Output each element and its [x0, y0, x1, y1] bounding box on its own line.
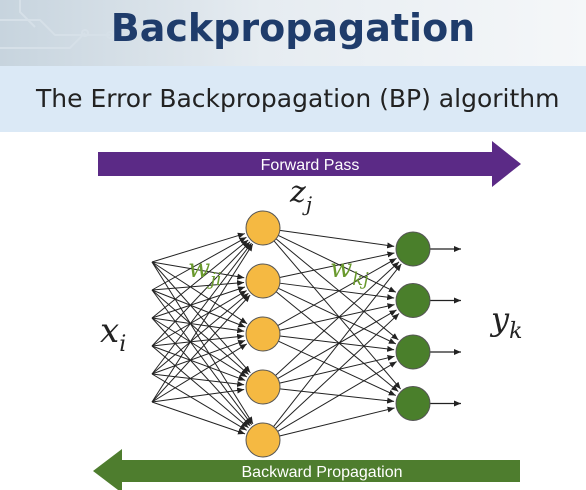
hidden-output-connection: [277, 309, 397, 379]
hidden-output-connection: [279, 303, 395, 331]
hidden-output-connection: [275, 291, 399, 392]
hidden-output-weight-index: kj: [352, 269, 369, 290]
input-hidden-connection: [151, 286, 246, 319]
hidden-output-connection: [273, 240, 402, 390]
input-hidden-connection: [151, 343, 248, 403]
input-hidden-connection: [151, 339, 246, 375]
hidden-layer-symbol: z: [289, 175, 306, 210]
hidden-output-connection: [279, 251, 395, 278]
output-layer-label: yk: [489, 300, 522, 344]
output-neuron: [395, 231, 431, 267]
input-hidden-connection: [151, 373, 245, 387]
input-hidden-connection: [151, 345, 249, 429]
input-hidden-connection: [151, 387, 245, 403]
neuron-nodes: [245, 210, 431, 458]
hidden-output-connection: [278, 287, 397, 345]
output-neuron: [395, 334, 431, 370]
input-hidden-connection: [151, 290, 247, 347]
input-hidden-connection: [151, 241, 251, 347]
input-hidden-connection: [151, 292, 249, 375]
hidden-output-connection: [277, 257, 397, 327]
output-layer-index: k: [509, 319, 522, 344]
header-band: [0, 0, 586, 66]
hidden-output-connection: [279, 406, 395, 437]
output-neuron: [395, 386, 431, 421]
forward-pass-label: Forward Pass: [261, 157, 360, 174]
input-hidden-connection: [151, 280, 245, 291]
hidden-neuron: [245, 210, 281, 246]
hidden-neuron: [245, 422, 281, 458]
hidden-neuron: [245, 316, 281, 352]
input-hidden-connection: [151, 289, 250, 375]
input-hidden-connection: [151, 317, 245, 334]
input-hidden-weight-symbol: w: [188, 254, 210, 284]
connection-lines: [151, 229, 461, 437]
hidden-output-connection: [279, 282, 395, 301]
hidden-output-connection: [275, 313, 400, 429]
output-neuron: [395, 283, 431, 318]
input-hidden-connection: [151, 236, 247, 291]
hidden-output-connection: [278, 340, 396, 396]
hidden-layer-index: j: [302, 192, 312, 216]
input-hidden-connection: [151, 261, 248, 325]
page-subtitle: The Error Backpropagation (BP) algorithm: [36, 84, 560, 113]
input-hidden-connection: [151, 294, 251, 403]
hidden-neuron: [245, 263, 281, 299]
hidden-output-connection: [277, 361, 397, 432]
backward-propagation-arrow: [93, 449, 520, 490]
input-hidden-connection: [151, 232, 245, 263]
hidden-output-weight-symbol: w: [330, 254, 352, 284]
circuit-decoration: [0, 0, 114, 49]
forward-pass-arrow: [98, 141, 521, 187]
hidden-output-connection: [279, 335, 395, 352]
input-hidden-weight-label: wji: [188, 254, 222, 290]
backward-propagation-label: Backward Propagation: [242, 464, 403, 481]
input-hidden-connection: [151, 239, 249, 319]
hidden-output-connection: [279, 388, 395, 404]
page-title: Backpropagation: [110, 6, 476, 50]
hidden-neuron: [245, 369, 281, 405]
input-layer-symbol: x: [100, 311, 119, 351]
output-layer-symbol: y: [489, 300, 510, 338]
input-hidden-connection: [151, 401, 246, 435]
input-hidden-connection: [151, 243, 254, 403]
hidden-output-connection: [273, 263, 402, 427]
input-hidden-connection: [151, 345, 246, 381]
hidden-output-connection: [279, 354, 395, 384]
input-hidden-connection: [151, 333, 245, 347]
input-hidden-connection: [151, 261, 245, 280]
input-layer-index: i: [119, 332, 126, 357]
input-hidden-connection: [151, 242, 252, 375]
hidden-output-connection: [275, 238, 399, 341]
hidden-output-connection: [275, 261, 400, 376]
input-hidden-connection: [151, 317, 248, 378]
hidden-output-connection: [279, 229, 395, 249]
subtitle-band: [0, 66, 586, 132]
hidden-layer-label: zj: [289, 175, 312, 216]
input-hidden-connection: [151, 373, 247, 431]
input-layer-label: xi: [100, 311, 126, 357]
hidden-output-weight-label: wkj: [330, 254, 369, 290]
input-hidden-connection: [151, 289, 246, 328]
input-hidden-weight-index: ji: [206, 269, 221, 290]
